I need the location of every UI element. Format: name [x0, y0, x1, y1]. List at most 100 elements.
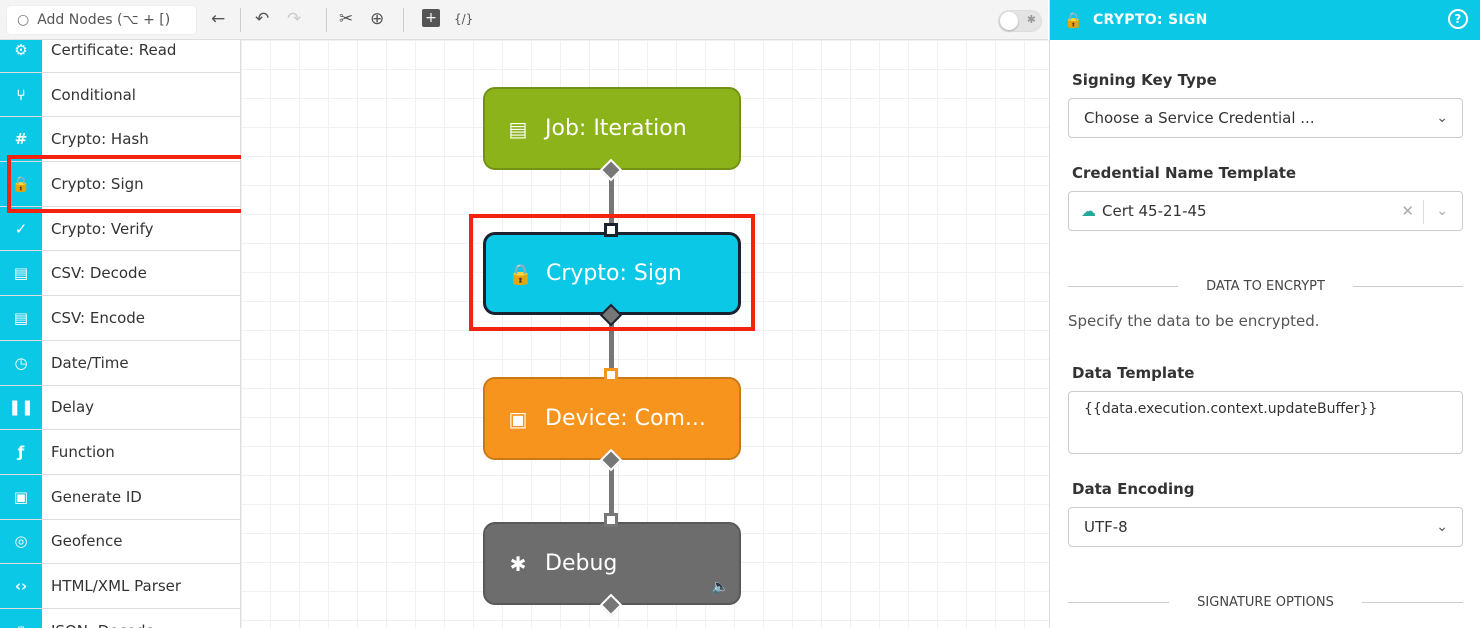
- section-description: Specify the data to be encrypted.: [1068, 312, 1320, 330]
- palette-item[interactable]: ✓ Crypto: Verify: [0, 206, 240, 252]
- node-type-icon: #: [0, 117, 42, 162]
- input-port[interactable]: [604, 513, 618, 527]
- zoom-in-icon[interactable]: ⊕: [370, 9, 385, 29]
- palette-item[interactable]: ‹› HTML/XML Parser: [0, 564, 240, 609]
- node-type-icon: ‹›: [0, 564, 42, 608]
- input-port[interactable]: [604, 368, 618, 382]
- add-comment-icon[interactable]: +: [422, 9, 440, 27]
- divider: [1423, 200, 1424, 224]
- node-label: Job: Iteration: [545, 116, 687, 141]
- palette-item[interactable]: ◎ Geofence: [0, 519, 240, 565]
- palette-item-label: Crypto: Sign: [51, 174, 144, 193]
- node-type-icon: ▯: [0, 608, 42, 628]
- palette-item-label: Geofence: [51, 532, 123, 551]
- select-value: Choose a Service Credential ...: [1084, 109, 1315, 127]
- chevron-down-icon: ⌄: [1436, 110, 1448, 126]
- select-value: Cert 45-21-45: [1102, 202, 1207, 220]
- data-template-label: Data Template: [1072, 364, 1195, 382]
- node-type-icon: ❚❚: [0, 385, 42, 430]
- palette-item-label: Crypto: Hash: [51, 130, 149, 149]
- back-arrow-icon[interactable]: ←: [211, 9, 226, 29]
- palette-item-label: Delay: [51, 398, 95, 417]
- help-icon[interactable]: ?: [1448, 9, 1468, 29]
- highlight-box-canvas: [469, 214, 755, 331]
- chevron-down-icon[interactable]: ⌄: [1436, 203, 1448, 219]
- redo-icon[interactable]: ↷: [287, 9, 302, 29]
- connection-wire: [609, 460, 614, 522]
- node-type-icon: ◎: [0, 519, 42, 564]
- node-type-icon: ✓: [0, 206, 42, 251]
- section-divider: DATA TO ENCRYPT: [1068, 279, 1463, 294]
- palette-item[interactable]: ▣ Generate ID: [0, 474, 240, 520]
- clear-icon[interactable]: ✕: [1401, 202, 1414, 220]
- palette-item-label: Certificate: Read: [51, 40, 177, 59]
- toggle-knob: [1000, 12, 1018, 30]
- node-label: Device: Com...: [545, 406, 706, 431]
- node-type-icon: ƒ: [0, 430, 42, 474]
- node-type-icon: ▣: [0, 474, 42, 519]
- search-placeholder: Add Nodes (⌥ + [): [37, 12, 171, 28]
- palette-item-label: Conditional: [51, 85, 136, 104]
- palette-item-label: Crypto: Verify: [51, 219, 154, 238]
- palette-item[interactable]: ◷Date/Time: [0, 340, 240, 386]
- toolbar: ○ Add Nodes (⌥ + [) ← ↶ ↷ ✂ ⊕ + {/} ✱: [0, 0, 1048, 40]
- chip-icon: ▣: [508, 406, 528, 431]
- workflow-canvas[interactable]: ▤ Job: Iteration 🔒 Crypto: Sign ▣ Device: Com…: [241, 40, 1049, 628]
- palette-item[interactable]: ⑂ Conditional: [0, 72, 240, 118]
- node-config-panel: 🔒 CRYPTO: SIGN? Signing Key Type Choose a…: [1049, 0, 1480, 628]
- credential-label: Credential Name Template: [1072, 164, 1297, 182]
- lock-icon: 🔒: [508, 261, 533, 286]
- palette-item-label: Function: [51, 443, 115, 462]
- palette-item[interactable]: ❚❚ Delay: [0, 385, 240, 431]
- panel-title: CRYPTO: SIGN: [1092, 12, 1208, 28]
- chevron-down-icon: ⌄: [1436, 519, 1448, 535]
- section-divider: SIGNATURE OPTIONS: [1068, 595, 1464, 610]
- palette-item-label: Generate ID: [51, 487, 142, 506]
- debug-toggle[interactable]: ✱: [998, 10, 1042, 32]
- section-title: DATA TO ENCRYPT: [1206, 279, 1325, 294]
- palette-item[interactable]: 🔒Crypto: Sign: [0, 162, 240, 207]
- divider: [240, 8, 241, 32]
- data-encoding-label: Data Encoding: [1072, 480, 1195, 498]
- highlight-box-palette: [7, 155, 251, 213]
- signing-key-type-select[interactable]: Choose a Service Credential ... ⌄: [1068, 98, 1463, 138]
- data-encoding-select[interactable]: UTF-8 ⌄: [1068, 507, 1463, 547]
- palette-item-label: CSV: Encode: [51, 308, 146, 327]
- node-palette: ⚙ Certificate: Read ⑂ Conditional # Crypto: H…: [0, 40, 241, 628]
- input-port[interactable]: [604, 223, 618, 237]
- palette-item[interactable]: ⚙ Certificate: Read: [0, 40, 240, 73]
- cut-icon[interactable]: ✂: [339, 9, 354, 29]
- panel-header: 🔒 CRYPTO: SIGN?: [1050, 0, 1480, 40]
- bug-icon: ✱: [509, 551, 527, 576]
- undo-icon[interactable]: ↶: [255, 9, 270, 29]
- node-label: Debug: [545, 551, 618, 576]
- workflow-node[interactable]: ▤ Job: Iteration: [483, 87, 741, 170]
- node-type-icon: ◷: [0, 340, 42, 385]
- payload-icon[interactable]: {/}: [454, 12, 474, 26]
- node-label: Crypto: Sign: [546, 261, 682, 286]
- node-type-icon: ⑂: [0, 72, 42, 117]
- palette-item[interactable]: ▯JSON: Decode: [0, 608, 240, 628]
- data-template-textarea[interactable]: {{data.execution.context.updateBuffer}}: [1068, 391, 1463, 454]
- signing-key-type-label: Signing Key Type: [1072, 71, 1217, 89]
- palette-item-label: HTML/XML Parser: [51, 577, 182, 596]
- palette-item[interactable]: ▤CSV: Decode: [0, 251, 240, 297]
- node-type-icon: ⚙: [0, 40, 42, 72]
- credential-select[interactable]: ☁Cert 45-21-45✕⌄: [1068, 191, 1463, 231]
- speaker-icon[interactable]: 🔈: [711, 579, 729, 595]
- lock-icon: 🔒: [1064, 11, 1083, 29]
- workflow-node[interactable]: ✱ Debug 🔈: [483, 522, 741, 605]
- workflow-node[interactable]: ▣ Device: Com...: [483, 377, 741, 460]
- connection-wire: [609, 170, 614, 232]
- search-icon: ○: [17, 12, 30, 28]
- divider: [326, 8, 327, 32]
- add-nodes-search[interactable]: ○ Add Nodes (⌥ + [): [6, 5, 197, 35]
- palette-item-label: CSV: Decode: [51, 264, 147, 283]
- textarea-value: {{data.execution.context.updateBuffer}}: [1084, 401, 1378, 417]
- job-icon: ▤: [508, 116, 528, 141]
- palette-item[interactable]: ƒ Function: [0, 430, 240, 475]
- palette-item[interactable]: # Crypto: Hash: [0, 117, 240, 163]
- section-title: SIGNATURE OPTIONS: [1197, 595, 1334, 610]
- palette-item[interactable]: ▤CSV: Encode: [0, 296, 240, 341]
- select-value: UTF-8: [1084, 518, 1128, 536]
